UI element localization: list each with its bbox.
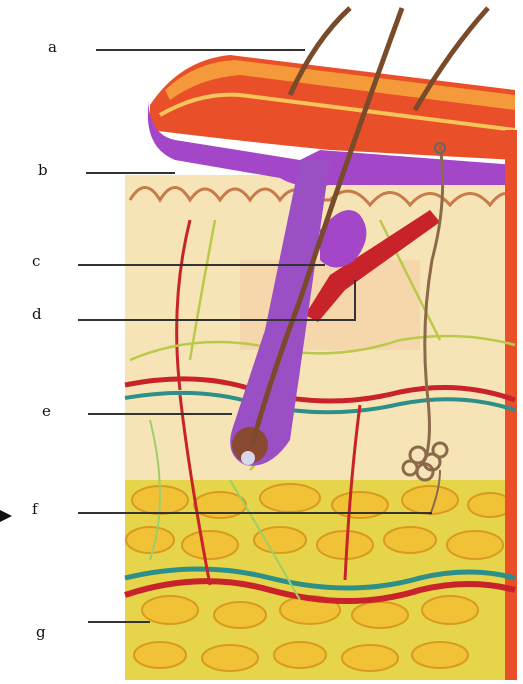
right-edge [505, 130, 517, 680]
label-g: g [36, 623, 46, 641]
pointer-arrow [0, 510, 12, 522]
hair-papilla [241, 451, 255, 465]
label-f: f [32, 500, 38, 518]
label-a: a [48, 38, 57, 56]
label-b: b [38, 161, 48, 179]
label-e: e [42, 402, 51, 420]
label-d: d [32, 305, 42, 323]
label-c: c [32, 252, 40, 270]
